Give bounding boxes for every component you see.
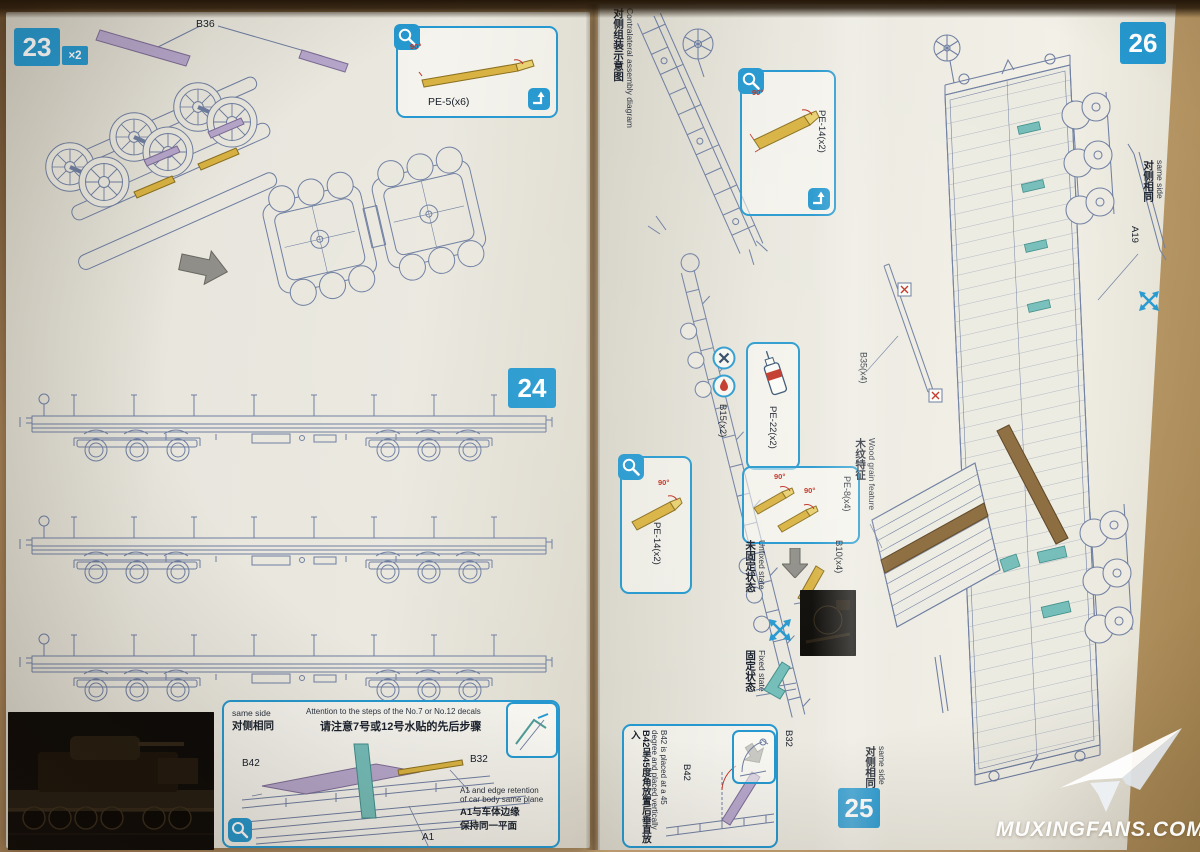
b42-note-en2: degree and placed vertically: [650, 730, 660, 830]
part-label-b42: B42: [680, 764, 692, 781]
step-number-23: 23: [14, 28, 60, 66]
part-label-pe22: PE-22(x2): [766, 406, 778, 449]
part-label-pe14-2: PE-14(x2): [650, 522, 662, 565]
step-23-label: 23: [22, 31, 52, 62]
part-label-a1: A1: [422, 832, 435, 843]
contralateral-caption: Contralateral assembly diagram 对侧组装示意图: [612, 8, 635, 158]
same-side-caption-a19: same side 对侧相同: [1142, 160, 1165, 232]
magnifier-icon: [618, 454, 644, 480]
part-label-pe14: PE-14(x2): [816, 110, 827, 153]
a1-note-en2: of car body same plane: [460, 795, 544, 804]
same-side-cn-2: 对侧相同: [1142, 160, 1155, 202]
cross-arrows-icon: [766, 616, 794, 644]
a1-note-cn1: A1与车体边缘: [460, 807, 520, 818]
angle-note-90: 90°: [752, 88, 764, 97]
wood-grain-cn: 木纹特征: [854, 438, 867, 480]
pe14-top-inset: 90° PE-14(x2): [738, 68, 836, 216]
cross-arrows-icon: [1136, 288, 1162, 314]
same-side-cn: 对侧相同: [232, 720, 274, 732]
pe5-part-drawing: [418, 59, 535, 88]
part-label-b32: B32: [782, 730, 794, 747]
part-label-b32: B32: [470, 754, 488, 765]
attention-note-cn: 请注意7号或12号水贴的先后步骤: [320, 721, 482, 733]
fold-icon: [528, 88, 550, 110]
a1-note-en1: A1 and edge retention: [460, 786, 539, 795]
pe22-glue-inset: PE-22(x2): [746, 342, 800, 470]
pe8-parts-drawing: [753, 486, 819, 533]
same-side-caption-25: same side 对侧相同: [864, 746, 887, 846]
angle-note-90: 90°: [410, 42, 422, 51]
part-label-b35: B35(x4): [858, 352, 869, 384]
contralateral-en: Contralateral assembly diagram: [624, 8, 635, 128]
wood-grain-en: Wood grain feature: [866, 438, 877, 511]
paper-plane-logo: [1060, 728, 1182, 812]
decal-attention-note-box: same side 对侧相同 Attention to the steps of…: [222, 700, 560, 848]
part-label-b15: B15(x2): [716, 404, 728, 438]
a1-note-cn2: 保持同一平面: [460, 821, 518, 832]
part-label-b36: B36: [196, 18, 215, 30]
pe14-mid-inset: 90° PE-14(x2): [618, 454, 692, 594]
magnifier-icon: [228, 818, 252, 842]
attention-note-en: Attention to the steps of the No.7 or No…: [306, 707, 481, 716]
b32-hook-drawing: [739, 738, 769, 777]
same-side-note: same side 对侧相同: [232, 708, 274, 733]
watermark-text: MUXINGFANS.COM: [996, 818, 1200, 841]
part-label-pe8: PE-8(x4): [842, 476, 852, 512]
flatcar-side-view-2: [20, 516, 552, 583]
step24-flatcar-side-views: [10, 380, 585, 710]
pe5-detail-inset: 90° PE-5(x6): [394, 24, 558, 118]
photo-content: [8, 712, 214, 850]
pe14-part-drawing: [749, 109, 820, 153]
unfixed-cn: 未固定状态: [744, 540, 757, 593]
step-26-label: 26: [1128, 27, 1158, 58]
unfixed-state-caption: Unfixed state 未固定状态: [744, 540, 767, 628]
contralateral-cn: 对侧组装示意图: [612, 8, 625, 82]
part-label-pe5: PE-5(x6): [428, 96, 470, 108]
flatcar-side-view-1: [20, 394, 552, 461]
unfixed-en: Unfixed state: [756, 540, 767, 590]
step-23-multiplier: ×2: [62, 46, 88, 65]
b42-note-cn: B42呈45度角放置后垂直放入: [628, 730, 651, 844]
part-label-a19: A19: [1128, 226, 1140, 243]
wood-grain-caption: Wood grain feature 木纹特征: [854, 438, 877, 542]
step-number-26: 26: [1120, 22, 1166, 64]
flatcar-side-view-3: [20, 634, 552, 701]
glue-bottle-icon: [763, 350, 788, 396]
same-side-en-2: same side: [1154, 160, 1165, 199]
same-side-en: same side: [876, 746, 887, 785]
multiplier-label: ×2: [68, 49, 82, 62]
glue-icon: [712, 374, 736, 398]
a1-alignment-note: A1 and edge retention of car body same p…: [460, 786, 554, 832]
b42-placement-note-box: B42 is placed at a 45 degree and placed …: [622, 724, 778, 848]
same-side-cn: 对侧相同: [864, 746, 877, 788]
b32-mini-inset: [732, 730, 776, 784]
pe8-detail-inset: 90° 90° PE-8(x4): [742, 466, 860, 544]
same-side-en: same side: [232, 708, 271, 718]
fold-icon: [808, 188, 830, 210]
mini-reference-photo: [800, 590, 856, 656]
reference-photo-bw: [8, 712, 214, 850]
part-label-b42: B42: [242, 758, 260, 769]
no-glue-icon: [712, 346, 736, 370]
fixed-hook-drawing: [755, 661, 797, 700]
